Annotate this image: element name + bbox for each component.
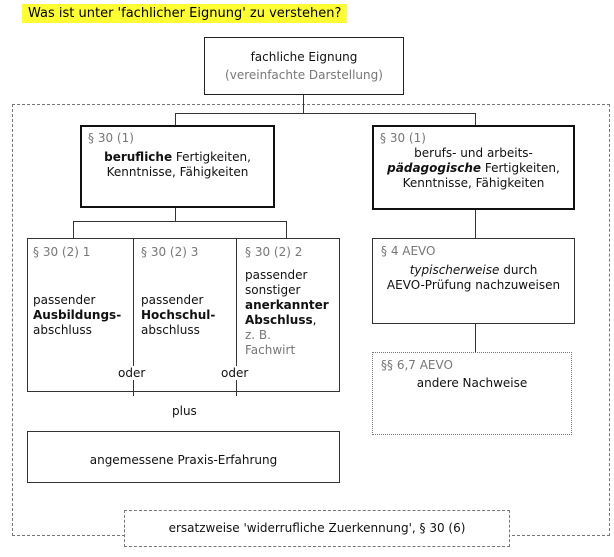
plus-label: plus: [172, 404, 197, 418]
page-title: Was ist unter 'fachlicher Eignung' zu ve…: [22, 4, 348, 23]
bold-term: Abschluss: [245, 313, 313, 327]
aevo-box: § 4 AEVO typischerweise durch AEVO-Prüfu…: [372, 238, 575, 324]
text: abschluss: [141, 323, 200, 337]
text: berufs- und arbeits-: [414, 146, 533, 160]
text: passender: [141, 293, 204, 307]
connector: [175, 113, 476, 114]
ersatz-box: ersatzweise 'widerrufliche Zuerkennung',…: [124, 510, 510, 547]
sub-sonstiger: § 30 (2) 2 passender sonstiger anerkannt…: [245, 245, 337, 357]
text: abschluss: [33, 323, 92, 337]
connector: [475, 324, 476, 352]
ref-label: § 30 (1): [380, 131, 426, 145]
ref-label: § 30 (2) 3: [141, 245, 199, 259]
bold-term: anerkannter: [245, 298, 329, 312]
example-text: z. B.: [245, 328, 271, 342]
connector: [73, 221, 74, 239]
root-title: fachliche Eignung: [250, 50, 358, 64]
berufliche-box: § 30 (1) berufliche Fertigkeiten, Kenntn…: [80, 125, 275, 208]
example-text: Fachwirt: [245, 343, 296, 357]
italic-term: typischerweise: [409, 263, 500, 277]
ersatz-text: ersatzweise 'widerrufliche Zuerkennung',…: [168, 521, 466, 535]
ref-label: § 30 (2) 1: [33, 245, 91, 259]
paedagogische-box: § 30 (1) berufs- und arbeits- pädagogisc…: [372, 125, 575, 210]
ref-label: § 30 (1): [88, 131, 134, 145]
text: ,: [312, 313, 317, 327]
divider: [236, 238, 237, 396]
text: passender: [245, 268, 308, 282]
oder-label: oder: [219, 366, 251, 380]
connector: [175, 208, 176, 222]
oder-label: oder: [116, 366, 148, 380]
sub-ausbildung: § 30 (2) 1 passender Ausbildungs- abschl…: [33, 245, 131, 338]
root-box: fachliche Eignung (vereinfachte Darstell…: [204, 37, 404, 95]
text: sonstiger: [245, 283, 301, 297]
text: AEVO-Prüfung nachzuweisen: [386, 278, 561, 292]
bold-term: berufliche: [104, 150, 173, 164]
connector: [475, 210, 476, 238]
ref-label: § 4 AEVO: [381, 244, 436, 258]
bold-term: Hochschul-: [141, 308, 216, 322]
text: Fertigkeiten,: [172, 150, 251, 164]
root-subtitle: (vereinfachte Darstellung): [225, 68, 383, 82]
connector: [303, 95, 304, 113]
text: passender: [33, 293, 96, 307]
text: Kenntnisse, Fähigkeiten: [106, 165, 249, 179]
connector: [286, 221, 287, 239]
praxis-box: angemessene Praxis-Erfahrung: [27, 431, 340, 483]
bold-term: pädagogische: [387, 161, 482, 175]
sub-hochschul: § 30 (2) 3 passender Hochschul- abschlus…: [141, 245, 234, 338]
andere-nachweise-box: §§ 6,7 AEVO andere Nachweise: [372, 352, 572, 435]
abschluss-group: [27, 238, 340, 392]
praxis-text: angemessene Praxis-Erfahrung: [89, 453, 278, 467]
divider: [133, 238, 134, 396]
text: Fertigkeiten,: [481, 161, 560, 175]
ref-label: §§ 6,7 AEVO: [381, 358, 453, 372]
connector: [475, 113, 476, 125]
bold-term: Ausbildungs-: [33, 308, 122, 322]
text: Kenntnisse, Fähigkeiten: [402, 176, 545, 190]
connector: [73, 221, 287, 222]
connector: [175, 113, 176, 125]
ref-label: § 30 (2) 2: [245, 245, 303, 259]
text: andere Nachweise: [416, 376, 528, 390]
text: durch: [499, 263, 538, 277]
